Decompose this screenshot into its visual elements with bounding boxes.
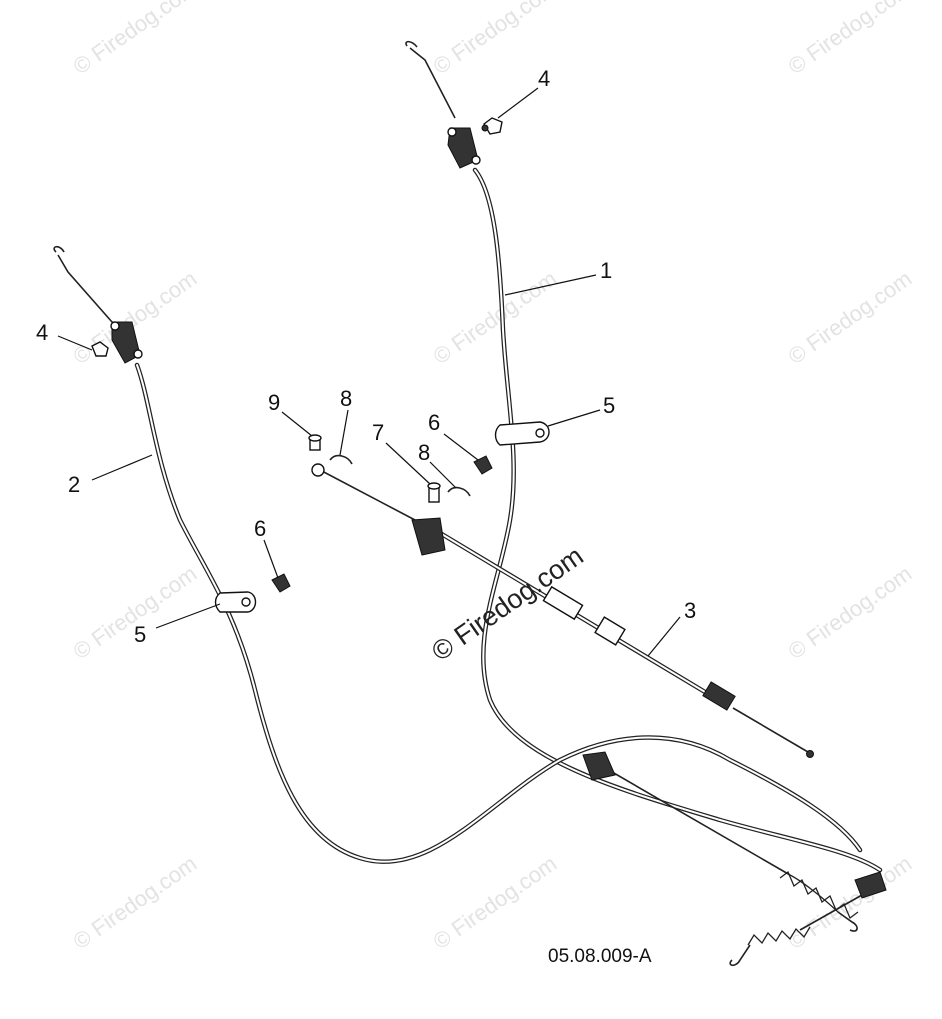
- callout-5-upper: 5: [603, 393, 615, 418]
- leader-7: [385, 442, 431, 485]
- watermark: © Firedog.com: [429, 851, 562, 954]
- clamp-upper: [494, 421, 550, 446]
- leader-8-left: [339, 409, 349, 456]
- pin-9: [308, 434, 322, 451]
- cable-3-end: [702, 681, 736, 711]
- screw-6-upper: [473, 455, 493, 475]
- pin-7: [427, 482, 441, 503]
- leader-5-upper: [547, 409, 601, 427]
- clip-8-left: [329, 454, 353, 465]
- leader-9: [281, 411, 313, 437]
- watermark: © Firedog.com: [69, 0, 202, 79]
- callout-9: 9: [268, 390, 280, 415]
- callout-5-lower: 5: [134, 622, 146, 647]
- cable-2: [53, 245, 863, 864]
- callout-labels: 1 2 3 4 4 5 5 6 6 7 8 8 9: [36, 66, 696, 647]
- callout-8-left: 8: [340, 386, 352, 411]
- leader-4-upper: [497, 87, 539, 119]
- cable-3-sleeve: [594, 616, 626, 646]
- cable-1-end-fitting: [447, 127, 481, 169]
- cable-1: [405, 40, 883, 873]
- cable-2-end-fitting: [110, 321, 143, 364]
- callout-6-upper: 6: [428, 410, 440, 435]
- callout-4-left: 4: [36, 320, 48, 345]
- leader-6-lower: [263, 539, 279, 579]
- screw-6-lower: [271, 573, 291, 593]
- watermark: © Firedog.com: [784, 561, 917, 664]
- clamp-lower: [214, 591, 257, 613]
- watermark: © Firedog.com: [429, 266, 562, 369]
- leader-6-upper: [443, 433, 479, 461]
- callout-3: 3: [684, 598, 696, 623]
- callout-7: 7: [372, 420, 384, 445]
- callout-6-lower: 6: [254, 516, 266, 541]
- leader-5-lower: [155, 603, 221, 629]
- leader-8-right: [429, 461, 457, 489]
- callout-1: 1: [600, 258, 612, 283]
- leader-1: [504, 274, 597, 296]
- watermark: © Firedog.com: [784, 266, 917, 369]
- leader-lines: [57, 87, 681, 657]
- fastener-4-left: [91, 341, 109, 357]
- cable-3: [311, 463, 814, 758]
- callout-4-upper: 4: [538, 66, 550, 91]
- watermark: © Firedog.com: [784, 0, 917, 79]
- fastener-4-upper: [481, 117, 503, 135]
- callout-2: 2: [68, 472, 80, 497]
- leader-3: [647, 616, 681, 657]
- spring-assembly: [582, 751, 887, 967]
- cable-3-sleeve: [542, 585, 584, 621]
- leader-4-left: [57, 335, 93, 351]
- watermark: © Firedog.com: [69, 851, 202, 954]
- callout-8-right: 8: [418, 440, 430, 465]
- leader-2: [91, 454, 153, 481]
- drawing-code: 05.08.009-A: [548, 946, 652, 967]
- clip-8-right: [447, 486, 471, 497]
- watermark: © Firedog.com: [69, 561, 202, 664]
